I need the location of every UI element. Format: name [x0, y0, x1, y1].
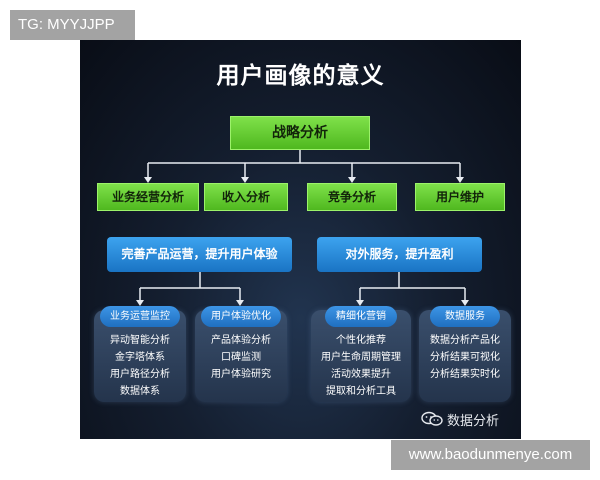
subgroup-pill-data-service: 数据服务 [430, 306, 500, 327]
subgroup-pill-precision-marketing: 精细化营销 [325, 306, 397, 327]
website-watermark: www.baodunmenye.com [391, 440, 590, 470]
group-node-product-experience: 完善产品运营，提升用户体验 [107, 237, 292, 272]
connector-lines [136, 150, 469, 306]
level2-node-revenue: 收入分析 [204, 183, 288, 211]
diagram-title: 用户画像的意义 [216, 63, 385, 89]
level2-node-business: 业务经营分析 [97, 183, 199, 211]
card-item: 数据体系 [120, 386, 160, 397]
subgroup-pill-business-monitoring: 业务运营监控 [100, 306, 180, 327]
wechat-icon [421, 411, 443, 426]
group-node-external-service: 对外服务，提升盈利 [317, 237, 482, 272]
card-item: 分析结果可视化 [430, 352, 500, 363]
card-item: 口碑监测 [221, 352, 261, 363]
root-node-strategy: 战略分析 [230, 116, 370, 150]
card-item: 异动智能分析 [110, 335, 170, 346]
diagram-panel: 用户画像的意义 [80, 40, 521, 439]
card-item: 数据分析产品化 [430, 335, 500, 346]
level2-node-competition: 竞争分析 [307, 183, 397, 211]
card-item: 用户路径分析 [110, 369, 170, 380]
card-item: 提取和分析工具 [326, 386, 396, 397]
card-item: 个性化推荐 [336, 335, 386, 346]
card-item: 活动效果提升 [331, 369, 391, 380]
subgroup-pill-experience-optimization: 用户体验优化 [201, 306, 281, 327]
brand-label: 数据分析 [447, 413, 500, 429]
card-item: 用户生命周期管理 [321, 352, 401, 363]
card-item: 分析结果实时化 [430, 369, 500, 380]
card-item: 用户体验研究 [211, 369, 271, 380]
wechat-brand: 数据分析 [421, 410, 500, 429]
card-item: 产品体验分析 [211, 335, 271, 346]
level2-node-retention: 用户维护 [415, 183, 505, 211]
telegram-watermark: TG: MYYJJPP [10, 10, 135, 40]
card-item: 金字塔体系 [115, 352, 165, 363]
